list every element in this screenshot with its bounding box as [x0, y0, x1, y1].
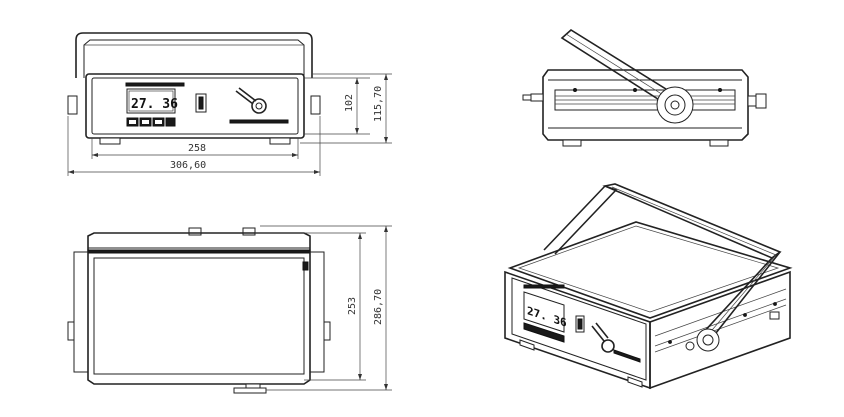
dim-306-60: 306,60 — [170, 160, 206, 171]
front-view: 27. 36 258 — [67, 32, 392, 176]
front-display-reading: 27. 36 — [131, 97, 178, 112]
dim-102: 102 — [344, 94, 355, 112]
front-dimensions: 258 306,60 102 115,70 — [67, 73, 392, 176]
side-handle — [560, 29, 694, 124]
usb-port-front — [195, 93, 207, 113]
top-view: 253 286,70 — [67, 225, 392, 394]
top-dimensions: 253 286,70 — [255, 225, 392, 391]
side-view — [522, 29, 767, 147]
isometric-view: 27. 36 — [504, 183, 793, 390]
iso-handle — [543, 183, 782, 352]
iso-key-switch-icon — [591, 322, 615, 353]
dim-258: 258 — [188, 143, 206, 154]
usb-port-iso — [575, 315, 585, 333]
dim-115-70: 115,70 — [373, 86, 384, 122]
dim-253: 253 — [347, 297, 358, 315]
key-switch-icon — [235, 87, 267, 114]
dim-286-70: 286,70 — [373, 289, 384, 325]
front-button-row — [126, 117, 176, 127]
